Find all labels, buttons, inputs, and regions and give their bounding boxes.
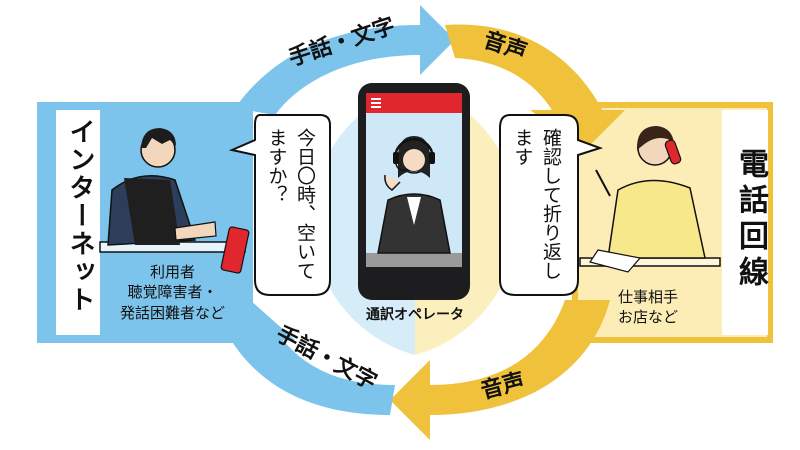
business-desc-line1: 仕事相手 (617, 288, 678, 306)
operator-caption: 通訳オペレータ (366, 307, 464, 323)
phone-header-bar (366, 93, 462, 113)
user-phone-icon (220, 226, 250, 274)
arrow-top-left (235, 5, 455, 115)
user-figure (107, 128, 250, 274)
business-figure (589, 126, 706, 273)
internet-panel-title: インターネット (65, 118, 95, 314)
smartphone (358, 83, 470, 300)
business-desc-line2: お店など (617, 308, 678, 327)
phone-line-panel-title: 電話回線 (733, 148, 768, 292)
user-desc-line1: 聴覚障害者・ (127, 283, 218, 302)
arrow-bottom-right (390, 300, 610, 440)
business-label: 仕事相手 お店など (588, 287, 708, 328)
menu-icon (371, 98, 381, 108)
arrow-bottom-left (205, 300, 395, 415)
right-bubble-text: 確認して折り返します (511, 128, 563, 280)
user-role: 利用者 (149, 263, 195, 281)
user-desc-line2: 発話困難者など (119, 303, 225, 322)
right-speech-bubble (499, 114, 604, 296)
user-label: 利用者 聴覚障害者・ 発話困難者など (100, 262, 245, 323)
business-phone-icon (664, 139, 682, 165)
left-bubble-text: 今日〇時、空いてますか？ (265, 128, 317, 280)
left-speech-bubble (228, 114, 331, 296)
operator-figure (377, 136, 451, 254)
